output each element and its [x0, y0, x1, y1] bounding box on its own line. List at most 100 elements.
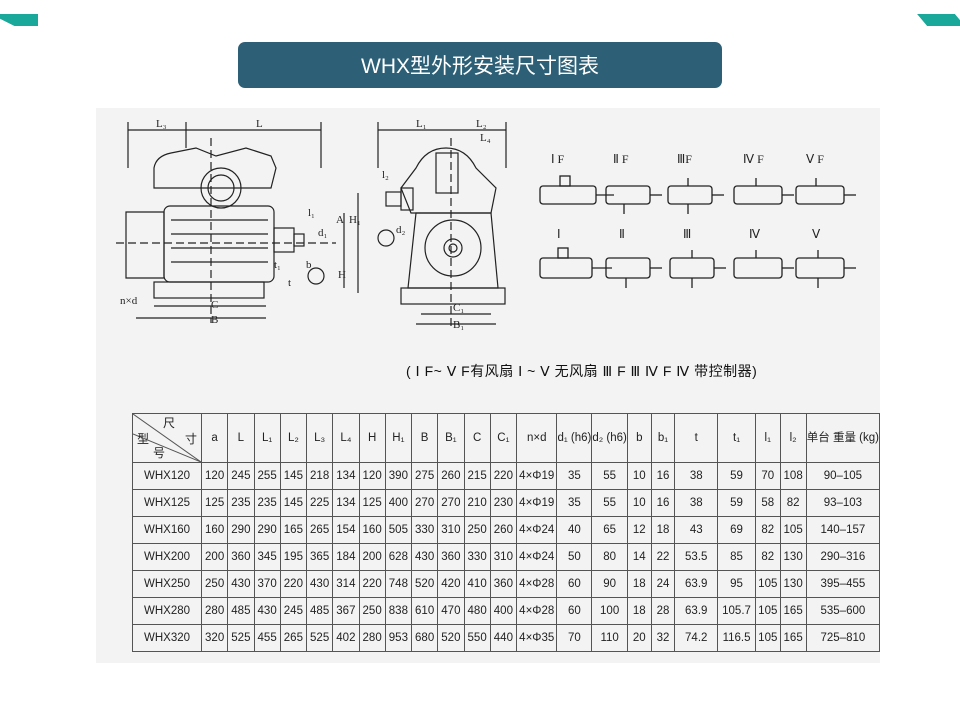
column-header: a	[200, 413, 229, 463]
svg-text:l₁: l₁	[308, 207, 315, 219]
value-cell: 20	[626, 624, 652, 652]
model-cell: WHX120	[132, 462, 202, 490]
svg-text:L₃: L₃	[156, 118, 167, 130]
value-cell: 82	[755, 516, 781, 544]
value-cell: 330	[410, 516, 439, 544]
value-cell: 270	[410, 489, 439, 517]
value-cell: 32	[650, 624, 676, 652]
value-cell: 125	[358, 489, 386, 517]
value-cell: 165	[779, 624, 807, 652]
column-header: t	[674, 413, 719, 463]
column-header: d₂ (h6)	[591, 413, 628, 463]
svg-text:t: t	[288, 277, 291, 289]
value-cell: 53.5	[674, 543, 719, 571]
svg-text:L₂: L₂	[476, 118, 487, 130]
front-view-drawing	[116, 122, 359, 323]
value-cell: 55	[591, 462, 628, 490]
value-cell: 245	[279, 597, 308, 625]
value-cell: 35	[556, 462, 593, 490]
value-cell: 38	[674, 462, 719, 490]
value-cell: 485	[227, 597, 255, 625]
slide-title: WHX型外形安装尺寸图表	[238, 42, 722, 88]
column-header: d₁ (h6)	[556, 413, 593, 463]
value-cell: 430	[253, 597, 281, 625]
svg-text:H: H	[338, 269, 346, 281]
value-cell: 455	[253, 624, 281, 652]
value-cell: 16	[650, 462, 676, 490]
value-cell: 485	[305, 597, 334, 625]
arrangement-label-bottom: Ⅴ	[812, 227, 821, 241]
value-cell: 360	[227, 543, 255, 571]
value-cell: 320	[200, 624, 229, 652]
value-cell: 4×Φ19	[515, 489, 558, 517]
arrangement-label-top: ⅢF	[677, 152, 692, 166]
svg-text:b: b	[306, 259, 312, 271]
value-cell: 134	[332, 489, 360, 517]
column-header: b₁	[650, 413, 676, 463]
value-cell: 35	[556, 489, 593, 517]
svg-text:C₁: C₁	[453, 302, 464, 314]
corner-label-number: 号	[153, 446, 166, 460]
value-cell: 748	[384, 570, 413, 598]
svg-text:L₄: L₄	[480, 132, 491, 144]
value-cell: 4×Φ35	[515, 624, 558, 652]
value-cell: 235	[253, 489, 281, 517]
column-header: L₃	[305, 413, 334, 463]
value-cell: 310	[437, 516, 465, 544]
value-cell: 160	[200, 516, 229, 544]
value-cell: 420	[437, 570, 465, 598]
value-cell: 260	[489, 516, 518, 544]
header-corner-cell: 尺 寸 型 号	[132, 413, 202, 463]
value-cell: 310	[489, 543, 518, 571]
value-cell: 520	[437, 624, 465, 652]
arrangement-diagrams	[539, 175, 856, 288]
value-cell: 505	[384, 516, 413, 544]
value-cell: 4×Φ24	[515, 516, 558, 544]
corner-label-size: 尺	[163, 416, 176, 430]
svg-text:t₁: t₁	[274, 259, 281, 271]
value-cell: 250	[200, 570, 229, 598]
svg-text:B₁: B₁	[453, 319, 464, 331]
arrangement-label-bottom: Ⅳ	[749, 227, 760, 241]
value-cell: 18	[650, 516, 676, 544]
column-header: B₁	[437, 413, 465, 463]
value-cell: 250	[463, 516, 491, 544]
value-cell: 55	[591, 489, 628, 517]
value-cell: 40	[556, 516, 593, 544]
svg-text:B: B	[211, 314, 218, 326]
value-cell: 110	[591, 624, 628, 652]
value-cell: 10	[626, 489, 652, 517]
value-cell: 440	[489, 624, 518, 652]
corner-label-type: 型	[137, 432, 150, 446]
column-header: L₁	[253, 413, 281, 463]
svg-text:d₂: d₂	[396, 224, 406, 236]
svg-text:n×d: n×d	[120, 295, 138, 307]
column-header: C₁	[489, 413, 518, 463]
value-cell: 628	[384, 543, 413, 571]
arrangement-label-bottom: Ⅰ	[557, 227, 561, 241]
value-cell: 145	[279, 462, 308, 490]
value-cell: 250	[358, 597, 386, 625]
value-cell: 165	[779, 597, 807, 625]
value-cell: 105	[755, 624, 781, 652]
value-cell: 470	[437, 597, 465, 625]
svg-text:l₂: l₂	[382, 169, 389, 181]
figure-caption: ( Ⅰ F~ Ⅴ F有风扇 Ⅰ ~ Ⅴ 无风扇 Ⅲ F Ⅲ Ⅳ F Ⅳ 带控制器…	[406, 363, 758, 379]
value-cell: 116.5	[717, 624, 757, 652]
value-cell: 130	[779, 543, 807, 571]
corner-accent-left	[0, 14, 38, 26]
value-cell: 154	[332, 516, 360, 544]
arrangement-label-top: Ⅱ F	[613, 152, 629, 166]
value-cell: 50	[556, 543, 593, 571]
value-cell: 59	[717, 489, 757, 517]
value-cell: 290	[253, 516, 281, 544]
